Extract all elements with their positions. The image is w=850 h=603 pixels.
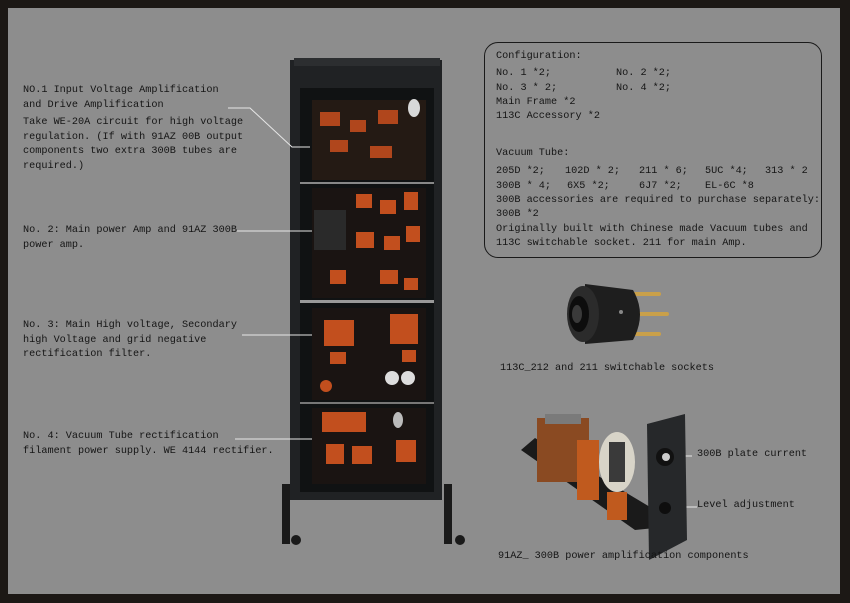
module-1 [312,99,426,180]
config-accessory: 113C Accessory *2 [496,111,600,122]
config-item: No. 3 * 2; [496,83,558,94]
300b-module-image [521,414,687,560]
callout-1-detail: Take WE-20A circuit for high voltage regu… [23,116,243,174]
module-4 [312,408,426,484]
vacuum-tube-title: Vacuum Tube: [496,148,570,159]
callout-line: and Drive Amplification [23,99,164,111]
callout-line: No. 3: Main High voltage, Secondary [23,320,237,331]
tube-item: 6X5 *2; [567,181,610,192]
config-main-frame: Main Frame *2 [496,97,576,108]
tube-item: 300B * 4; [496,181,552,192]
config-note: 300B *2 [496,209,539,220]
socket-113c-image [567,284,669,344]
callout-4: No. 4: Vacuum Tube rectification filament… [23,430,274,459]
config-note: Originally built with Chinese made Vacuu… [496,224,808,235]
callout-line: No. 2: Main power Amp and 91AZ 300B [23,225,237,236]
tube-item: 102D * 2; [565,166,621,177]
config-title: Configuration: [496,51,582,62]
cabinet-stand [282,484,465,545]
callout-1-title: NO.1 Input Voltage Amplification and Driv… [23,84,219,113]
plate-current-label: 300B plate current [697,449,808,460]
tube-item: EL-6C *8 [705,181,754,192]
module-2 [312,188,426,298]
module-caption: 91AZ_ 300B power amplification component… [498,551,749,562]
callout-line: components two extra 300B tubes are [23,146,237,158]
callout-line: regulation. (If with 91AZ 00B output [23,131,244,143]
configuration-box [484,42,822,258]
tube-item: 5UC *4; [705,166,748,177]
callout-2: No. 2: Main power Amp and 91AZ 300B power… [23,224,237,253]
callout-line: filament power supply. WE 4144 rectifier… [23,445,274,457]
tube-item: 211 * 6; [639,166,688,177]
config-note: 300B accessories are required to purchas… [496,195,821,206]
callout-line: NO.1 Input Voltage Amplification [23,85,219,96]
tube-item: 205D *2; [496,166,545,177]
tube-item: 313 * 2 [765,166,808,177]
config-item: No. 1 *2; [496,68,552,79]
callout-line: required.) [23,160,85,172]
config-item: No. 2 *2; [616,68,672,79]
module-3 [312,308,426,400]
callout-3: No. 3: Main High voltage, Secondary high … [23,319,237,363]
level-adjustment-label: Level adjustment [697,500,795,511]
socket-caption: 113C_212 and 211 switchable sockets [500,363,714,374]
config-item: No. 4 *2; [616,83,672,94]
tube-item: 6J7 *2; [639,181,682,192]
callout-line: high Voltage and grid negative [23,334,207,346]
callout-line: rectification filter. [23,349,152,361]
config-note: 113C switchable socket. 211 for main Amp… [496,238,747,249]
callout-line: Take WE-20A circuit for high voltage [23,117,244,128]
callout-line: No. 4: Vacuum Tube rectification [23,431,219,442]
callout-line: power amp. [23,239,85,251]
